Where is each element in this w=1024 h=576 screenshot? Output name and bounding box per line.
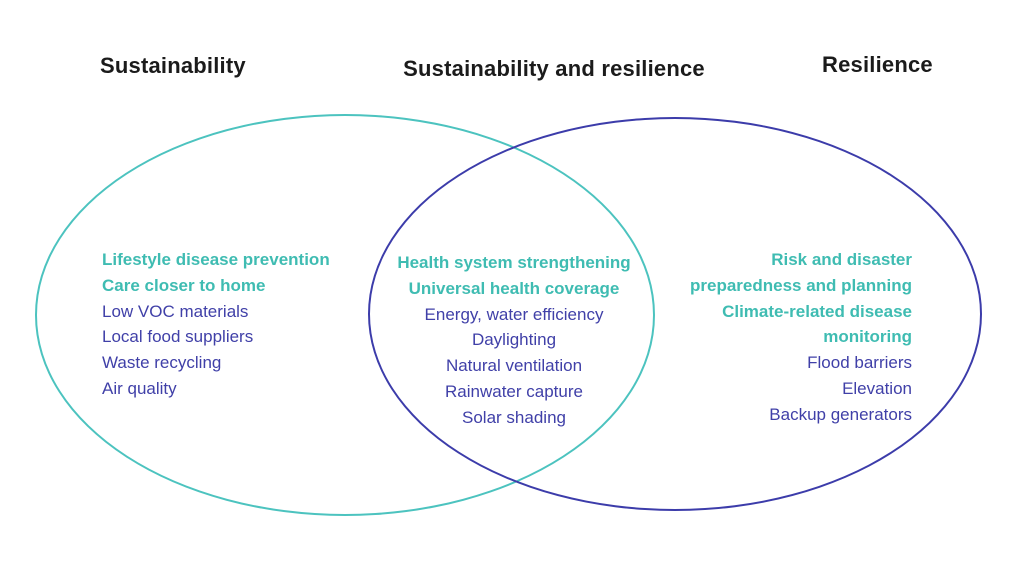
venn-item: Lifestyle disease prevention	[102, 250, 330, 269]
resilience-ellipse	[368, 117, 982, 511]
venn-item: Local food suppliers	[102, 327, 254, 347]
overlap-title: Sustainability and resilience	[403, 56, 705, 81]
resilience-title: Resilience	[822, 52, 933, 77]
sustainability-title: Sustainability	[100, 53, 246, 78]
venn-item: Care closer to home	[102, 275, 266, 295]
venn-item: Elevation	[842, 378, 912, 398]
venn-item: Rainwater capture	[445, 381, 583, 401]
venn-item: Natural ventilation	[445, 356, 583, 376]
venn-item: Climate-related disease monitoring	[722, 301, 912, 347]
venn-item: Universal health coverage	[408, 278, 620, 298]
venn-item: Backup generators	[769, 404, 912, 424]
venn-item: Waste recycling	[102, 353, 222, 373]
venn-item: Air quality	[102, 378, 177, 398]
venn-item: Health system strengthening	[397, 253, 631, 272]
venn-item: Solar shading	[462, 407, 566, 427]
venn-item: Daylighting	[471, 330, 557, 350]
venn-item: Energy, water efficiency	[424, 304, 604, 324]
venn-item: Risk and disaster preparedness and plann…	[690, 250, 912, 295]
venn-item: Low VOC materials	[102, 301, 249, 321]
venn-item: Flood barriers	[807, 353, 912, 373]
resilience-items-group: Risk and disaster preparedness and plann…	[662, 247, 912, 428]
